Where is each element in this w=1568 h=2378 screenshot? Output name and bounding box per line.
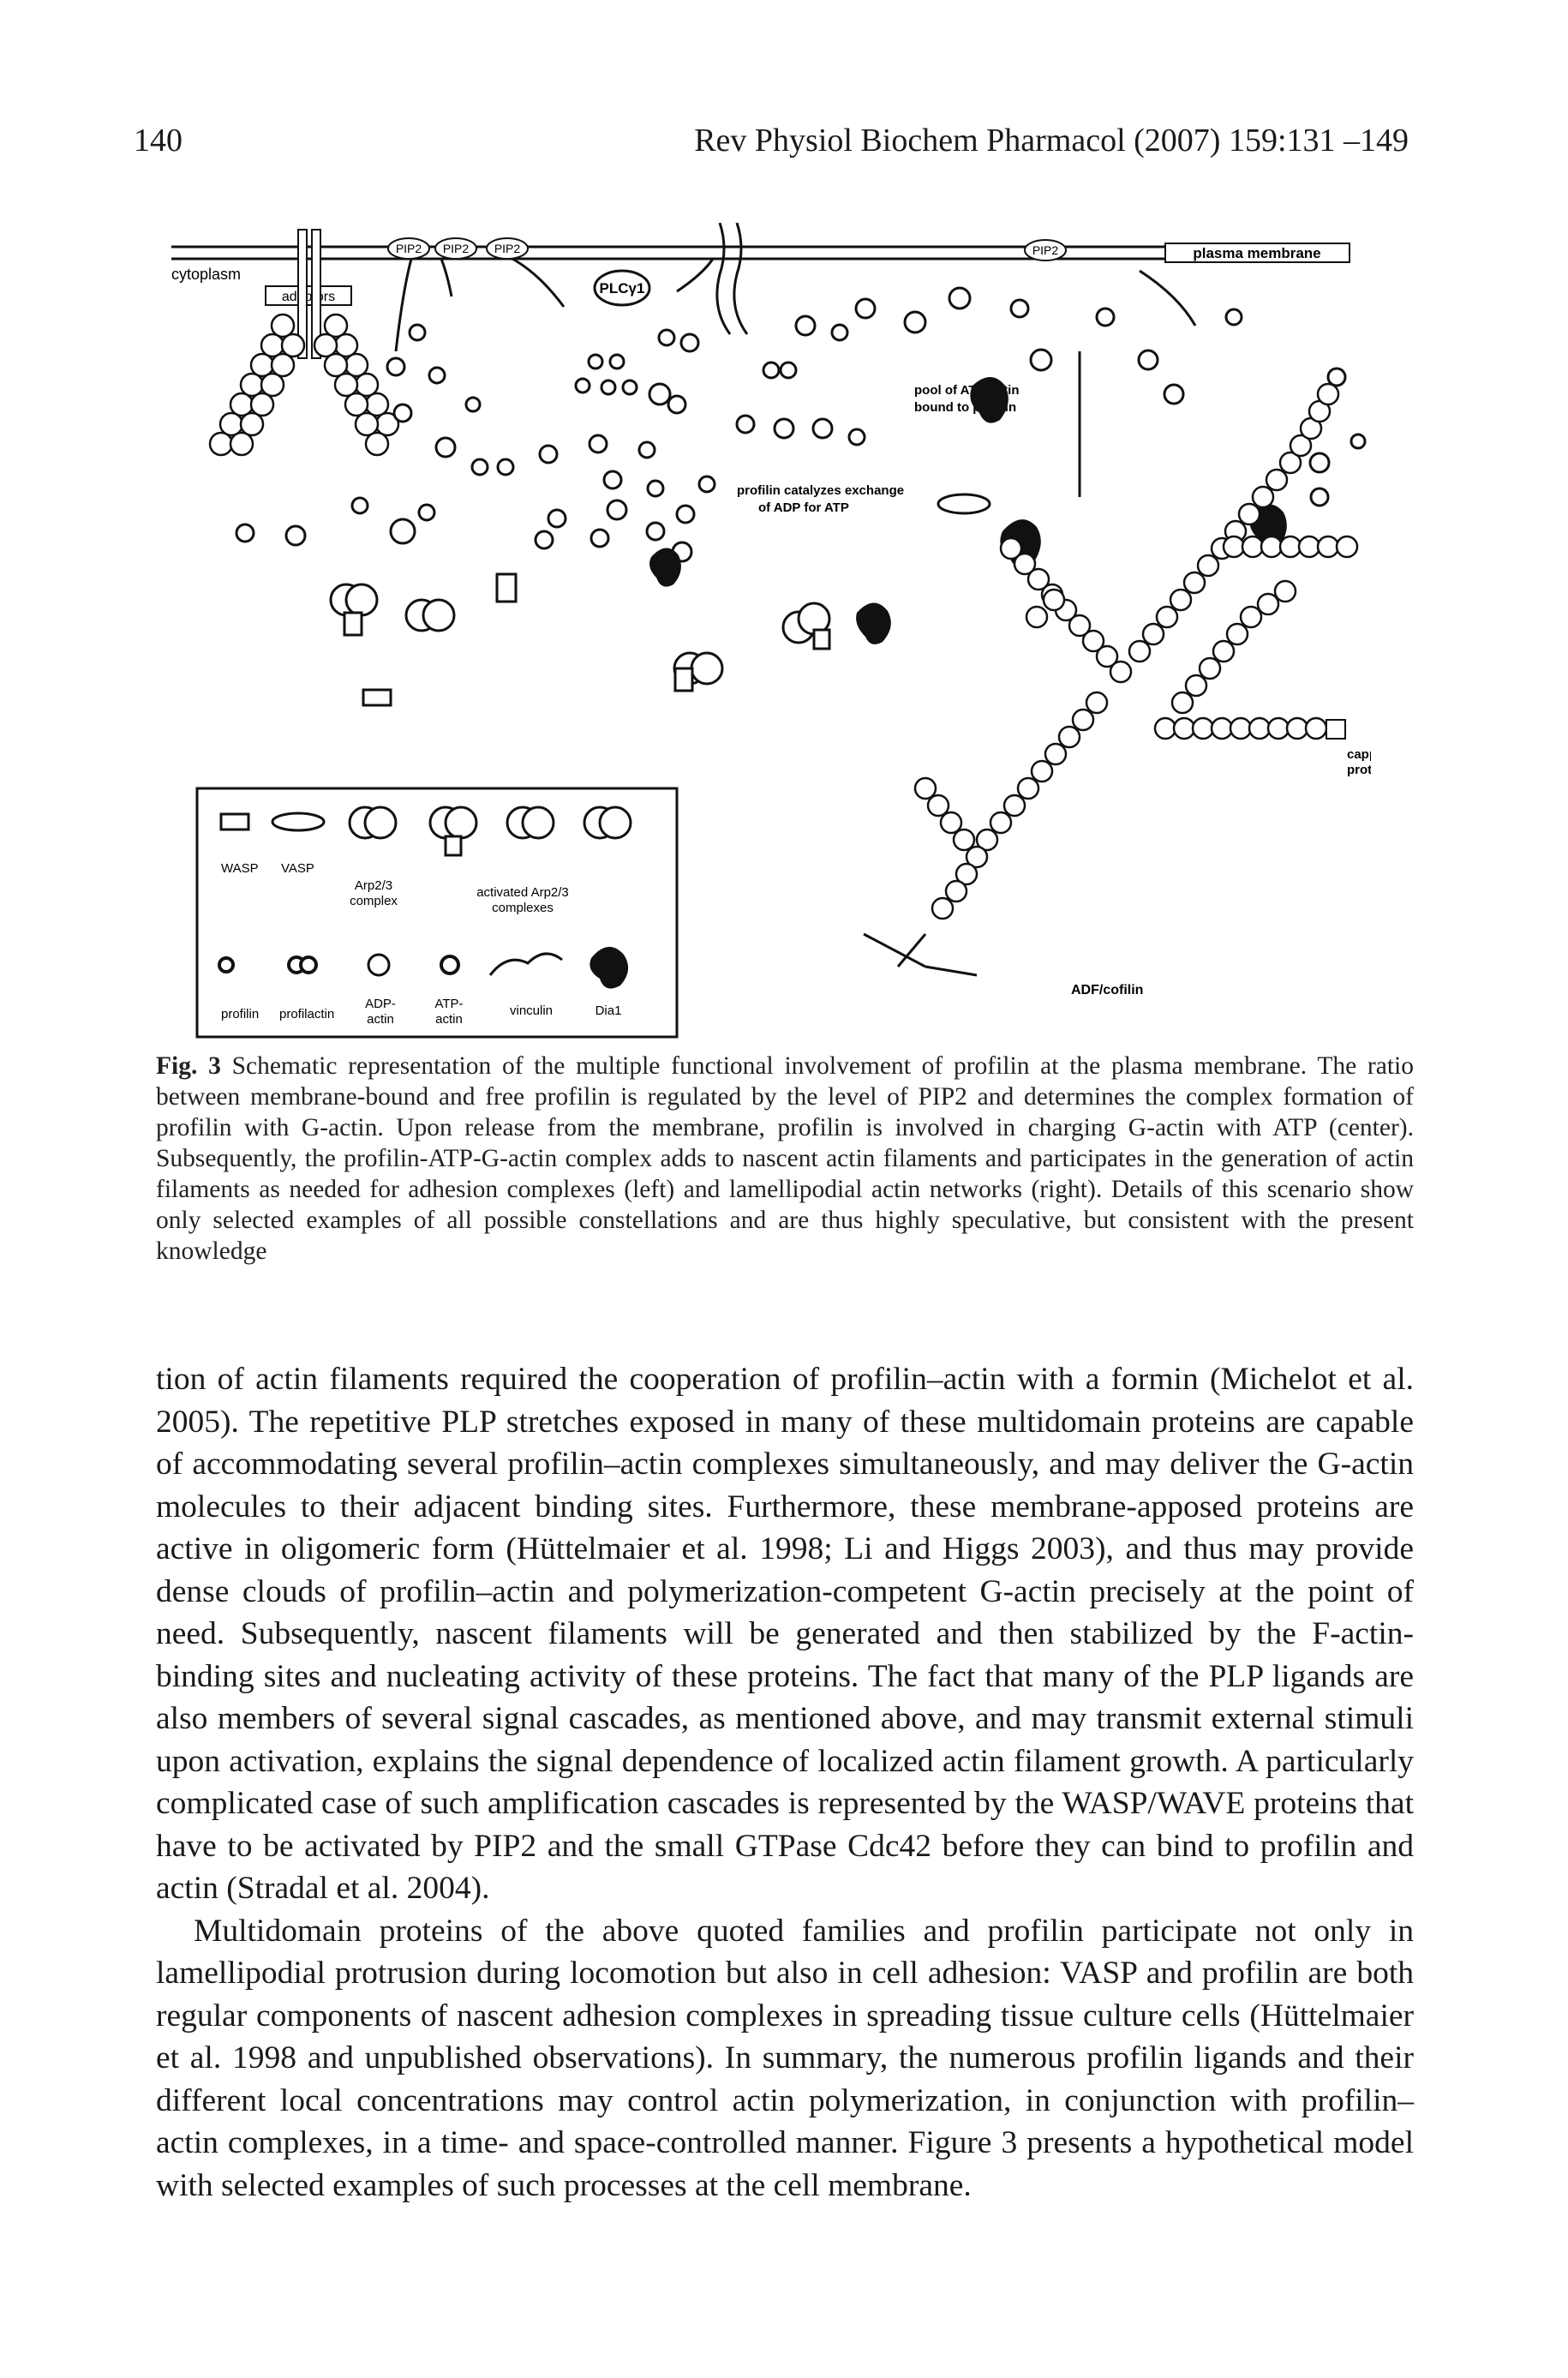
- receptor-right: [733, 223, 749, 335]
- legend-adp-label-line1: ADP-: [365, 997, 396, 1011]
- legend-atp-actin-symbol: [440, 955, 460, 975]
- capping-protein-label-line2: protein: [1347, 763, 1371, 777]
- integrin-right: [311, 229, 321, 359]
- plcg1-label: PLCγ1: [600, 280, 645, 297]
- receptor-left: [715, 223, 732, 335]
- figure-legend: WASP VASP Arp2/3 complex activated Arp2/…: [195, 787, 679, 1039]
- caption-label: Fig. 3: [156, 1052, 221, 1080]
- figure-3-diagram: plasma membrane cytoplasm adaptors PIP2 …: [171, 223, 1371, 1039]
- lamellipodial-actin-network: [913, 382, 1359, 920]
- cytoplasm-label: cytoplasm: [171, 266, 241, 283]
- arp23-complexes-cytoplasm: [329, 572, 831, 707]
- adhesion-actin-filaments-left: [208, 313, 400, 457]
- integrin-left: [297, 229, 308, 359]
- body-paragraph-2: Multidomain proteins of the above quoted…: [156, 1913, 1414, 2203]
- legend-profilin-label: profilin: [221, 1007, 259, 1021]
- legend-adp-label-line2: actin: [367, 1012, 394, 1027]
- plcg1-protein: [593, 269, 651, 307]
- adf-cofilin-label: ADF/cofilin: [1071, 983, 1143, 997]
- legend-profilin-symbol: [218, 956, 235, 973]
- page-number: 140: [134, 123, 183, 159]
- legend-vasp-symbol: [271, 812, 326, 832]
- vasp-free: [937, 493, 991, 515]
- legend-atp-label-line2: actin: [435, 1012, 463, 1027]
- adf-cofilin-shape: [863, 932, 978, 977]
- svg-text:PIP2: PIP2: [443, 242, 470, 255]
- free-actin-and-profilin-monomers: [235, 286, 1367, 563]
- figure-3-schematic: plasma membrane cytoplasm adaptors PIP2 …: [154, 223, 1371, 1045]
- legend-dia1-label: Dia1: [595, 1003, 622, 1018]
- svg-text:PIP2: PIP2: [1032, 243, 1059, 257]
- legend-vinculin-label: vinculin: [510, 1003, 553, 1018]
- legend-atp-label-line1: ATP-: [434, 997, 463, 1011]
- legend-dia1-symbol: [589, 946, 629, 989]
- caption-text: Schematic representation of the multiple…: [156, 1052, 1414, 1265]
- body-paragraph-1: tion of actin filaments required the coo…: [156, 1362, 1414, 1906]
- capping-protein-label-line1: capping: [1347, 747, 1371, 762]
- capping-protein-shape: [1326, 719, 1346, 740]
- legend-arp23-label-line2: complex: [350, 894, 398, 908]
- legend-vasp-label: VASP: [281, 861, 314, 876]
- journal-reference: Rev Physiol Biochem Pharmacol (2007) 159…: [694, 123, 1409, 159]
- plasma-membrane-label-box: [1164, 243, 1350, 263]
- legend-adp-actin-symbol: [367, 953, 391, 977]
- legend-activated-label-line1: activated Arp2/3: [476, 885, 569, 900]
- plasma-membrane-label: plasma membrane: [1193, 245, 1320, 261]
- exchange-label-line1: profilin catalyzes exchange: [737, 483, 904, 498]
- legend-vinculin-symbol: [488, 952, 563, 976]
- figure-caption: Fig. 3 Schematic representation of the m…: [156, 1051, 1414, 1267]
- svg-text:PIP2: PIP2: [494, 242, 521, 255]
- legend-profilactin-label: profilactin: [279, 1007, 334, 1021]
- legend-wasp-label: WASP: [221, 861, 259, 876]
- body-text: tion of actin filaments required the coo…: [156, 1358, 1414, 2207]
- svg-text:PIP2: PIP2: [396, 242, 422, 255]
- adaptors-label: adaptors: [282, 290, 335, 304]
- pathway-arrows: [394, 257, 1197, 497]
- legend-wasp-symbol: [219, 812, 250, 831]
- exchange-label-line2: of ADP for ATP: [758, 500, 849, 515]
- adaptors-label-box: [265, 285, 352, 306]
- legend-arp23-label-line1: Arp2/3: [355, 878, 392, 893]
- legend-activated-label-line2: complexes: [492, 901, 554, 915]
- pip2-markers: PIP2 PIP2 PIP2 PIP2: [387, 237, 1067, 261]
